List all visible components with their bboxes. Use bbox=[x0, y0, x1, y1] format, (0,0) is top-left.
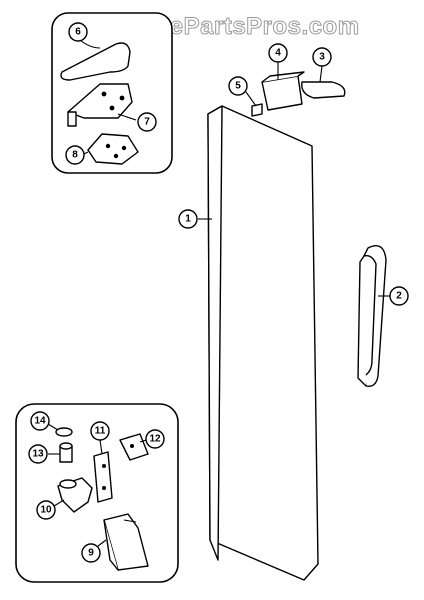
door-part bbox=[198, 105, 319, 581]
hinge-cover-part bbox=[60, 39, 131, 81]
svg-text:14: 14 bbox=[34, 416, 46, 427]
callout-11: 11 bbox=[90, 421, 110, 441]
door-stop-part bbox=[245, 91, 263, 117]
door-cam-part bbox=[301, 65, 346, 99]
callout-12: 12 bbox=[145, 429, 165, 449]
svg-text:2: 2 bbox=[396, 291, 402, 302]
washer-part bbox=[55, 427, 73, 437]
svg-text:11: 11 bbox=[95, 426, 106, 437]
callout-4: 4 bbox=[268, 43, 288, 63]
callout-13: 13 bbox=[28, 444, 48, 464]
mounting-block-part bbox=[261, 62, 305, 111]
top-hinge-part bbox=[67, 83, 137, 127]
hinge-shim-part bbox=[119, 433, 149, 461]
svg-text:6: 6 bbox=[75, 27, 81, 38]
svg-text:3: 3 bbox=[319, 52, 325, 63]
bottom-hinge-part bbox=[53, 477, 93, 513]
callout-8: 8 bbox=[65, 145, 85, 165]
svg-text:10: 10 bbox=[40, 505, 52, 516]
hinge-bracket-part bbox=[93, 439, 113, 503]
svg-text:4: 4 bbox=[275, 48, 281, 59]
hinge-plate-part bbox=[83, 133, 139, 165]
door-handle-part bbox=[357, 245, 390, 387]
callout-9: 9 bbox=[81, 543, 101, 563]
hinge-pin-part bbox=[48, 442, 73, 463]
bottom-hinge-cover-part bbox=[97, 513, 149, 571]
callout-2: 2 bbox=[389, 286, 409, 306]
callout-3: 3 bbox=[312, 47, 332, 67]
callout-7: 7 bbox=[137, 112, 157, 132]
bottom-hinge-inset bbox=[15, 403, 179, 583]
svg-text:8: 8 bbox=[72, 150, 78, 161]
svg-text:5: 5 bbox=[235, 81, 241, 92]
callout-6: 6 bbox=[68, 22, 88, 42]
callout-1: 1 bbox=[178, 209, 198, 229]
svg-text:12: 12 bbox=[149, 434, 161, 445]
svg-text:9: 9 bbox=[88, 548, 94, 559]
svg-text:7: 7 bbox=[144, 117, 150, 128]
callout-14: 14 bbox=[30, 411, 50, 431]
callout-5: 5 bbox=[228, 76, 248, 96]
svg-text:13: 13 bbox=[32, 449, 44, 460]
svg-text:1: 1 bbox=[185, 214, 191, 225]
callout-10: 10 bbox=[36, 500, 56, 520]
top-hinge-inset bbox=[51, 12, 173, 174]
